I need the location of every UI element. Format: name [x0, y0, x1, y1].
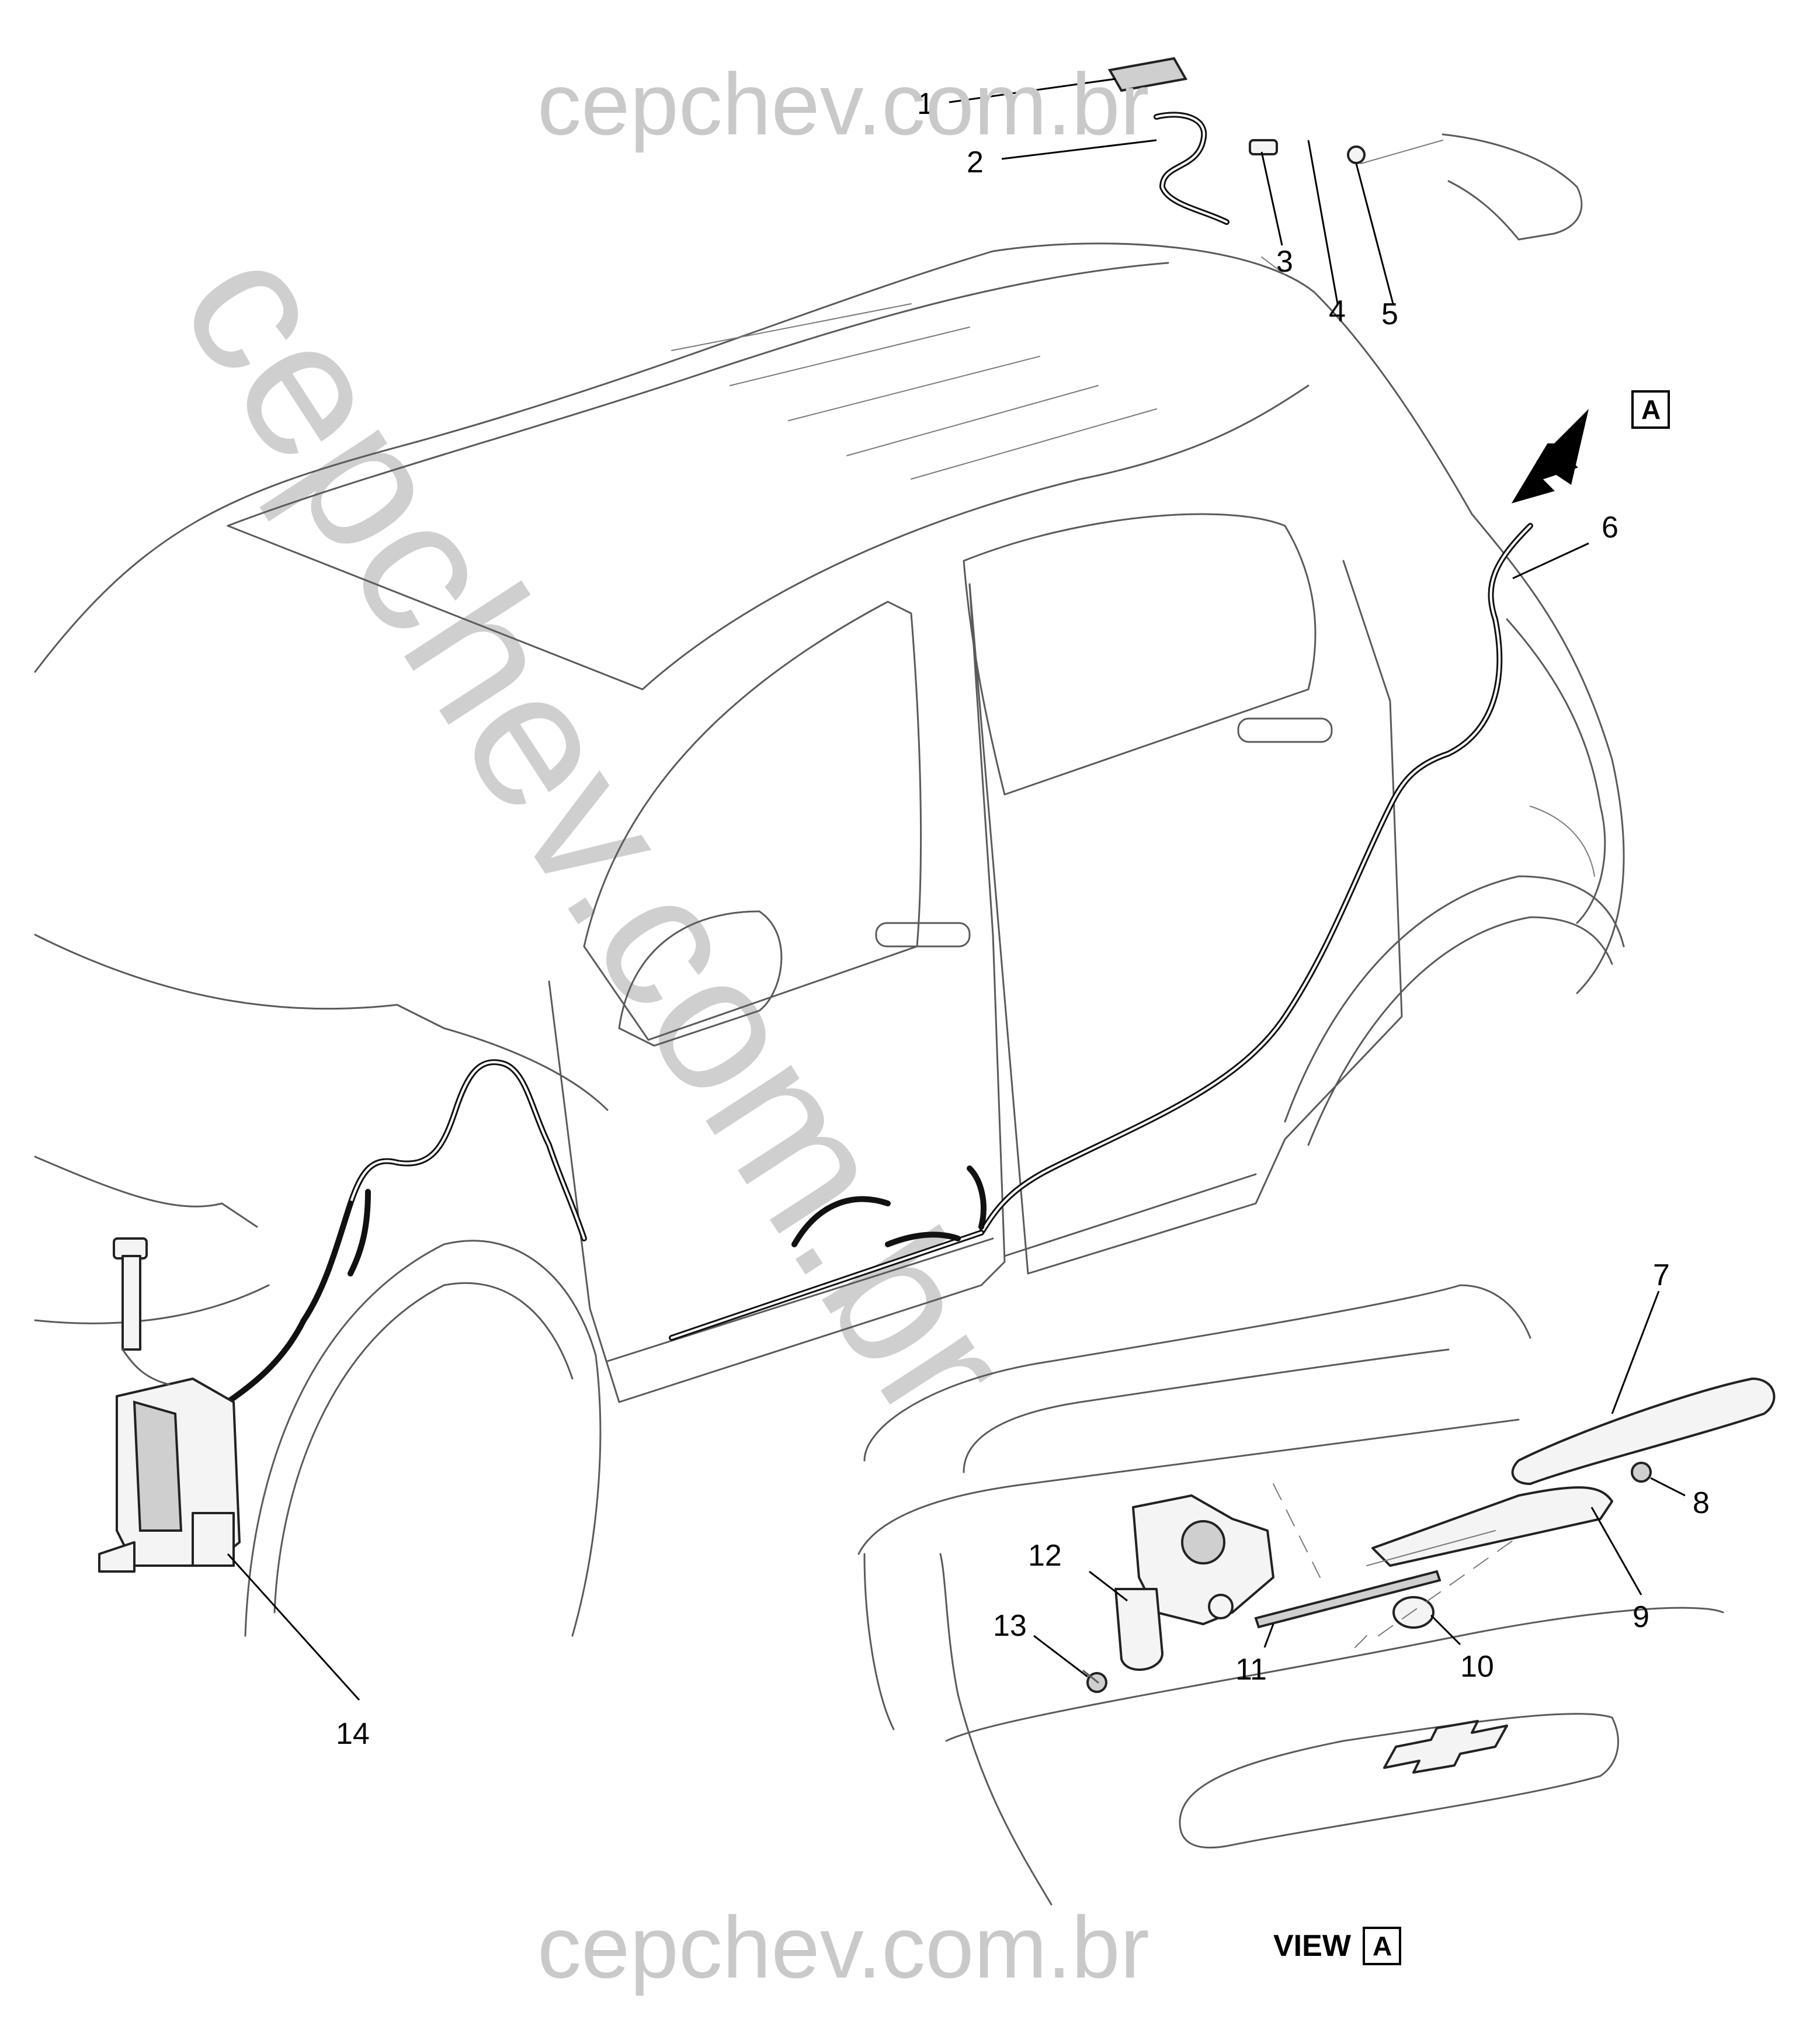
mounting-screw — [1082, 1670, 1107, 1693]
callout-7: 7 — [1653, 1258, 1670, 1292]
chevrolet-logo — [1383, 1720, 1508, 1774]
washer-hose — [207, 523, 1533, 1417]
view-arrow-shaft — [1536, 409, 1589, 485]
callout-4: 4 — [1329, 294, 1346, 328]
callout-5: 5 — [1381, 297, 1398, 331]
callout-11: 11 — [1235, 1653, 1267, 1687]
wiper-seal — [1254, 1570, 1442, 1629]
callout-6: 6 — [1602, 511, 1618, 544]
roof-spoiler-inset — [1107, 57, 1583, 275]
wiper-grommet — [1392, 1596, 1435, 1629]
callout-9: 9 — [1633, 1600, 1649, 1634]
callout-10: 10 — [1460, 1650, 1494, 1684]
view-label-letter: A — [1373, 1931, 1392, 1961]
watermark-layer: cepchev.com.br — [140, 209, 1055, 1456]
wiper-blade — [1511, 1378, 1776, 1485]
callout-13: 13 — [993, 1609, 1027, 1643]
washer-nozzle — [1107, 57, 1188, 92]
leader-lines — [227, 78, 1686, 1701]
vehicle-body — [34, 242, 1625, 1637]
view-a-label: VIEW A — [1273, 1927, 1401, 1965]
callout-14: 14 — [336, 1717, 370, 1751]
callout-12: 12 — [1028, 1539, 1062, 1573]
view-label-box — [1363, 1927, 1401, 1965]
watermark-bottom: cepchev.com.br — [537, 1898, 1149, 1996]
view-a-box — [1631, 390, 1670, 429]
watermark-top: cepchev.com.br — [537, 55, 1149, 153]
washer-reservoir — [98, 1237, 241, 1573]
watermark-diagonal: cepchev.com.br — [140, 209, 1055, 1456]
callout-3: 3 — [1276, 245, 1293, 279]
callout-1: 1 — [917, 87, 934, 121]
view-a-indicator[interactable]: A — [1511, 390, 1670, 504]
callout-2: 2 — [967, 145, 984, 179]
view-a-box-letter: A — [1641, 394, 1661, 425]
wiper-arm — [1371, 1486, 1613, 1567]
view-label-text: VIEW — [1273, 1929, 1352, 1963]
callout-8: 8 — [1693, 1486, 1710, 1520]
wiper-nut — [1631, 1462, 1652, 1483]
liftgate-view — [857, 1284, 1776, 1906]
callout-labels: 1 2 3 4 5 6 7 8 9 10 11 12 13 14 — [336, 87, 1710, 1751]
wiper-motor — [1114, 1494, 1274, 1671]
